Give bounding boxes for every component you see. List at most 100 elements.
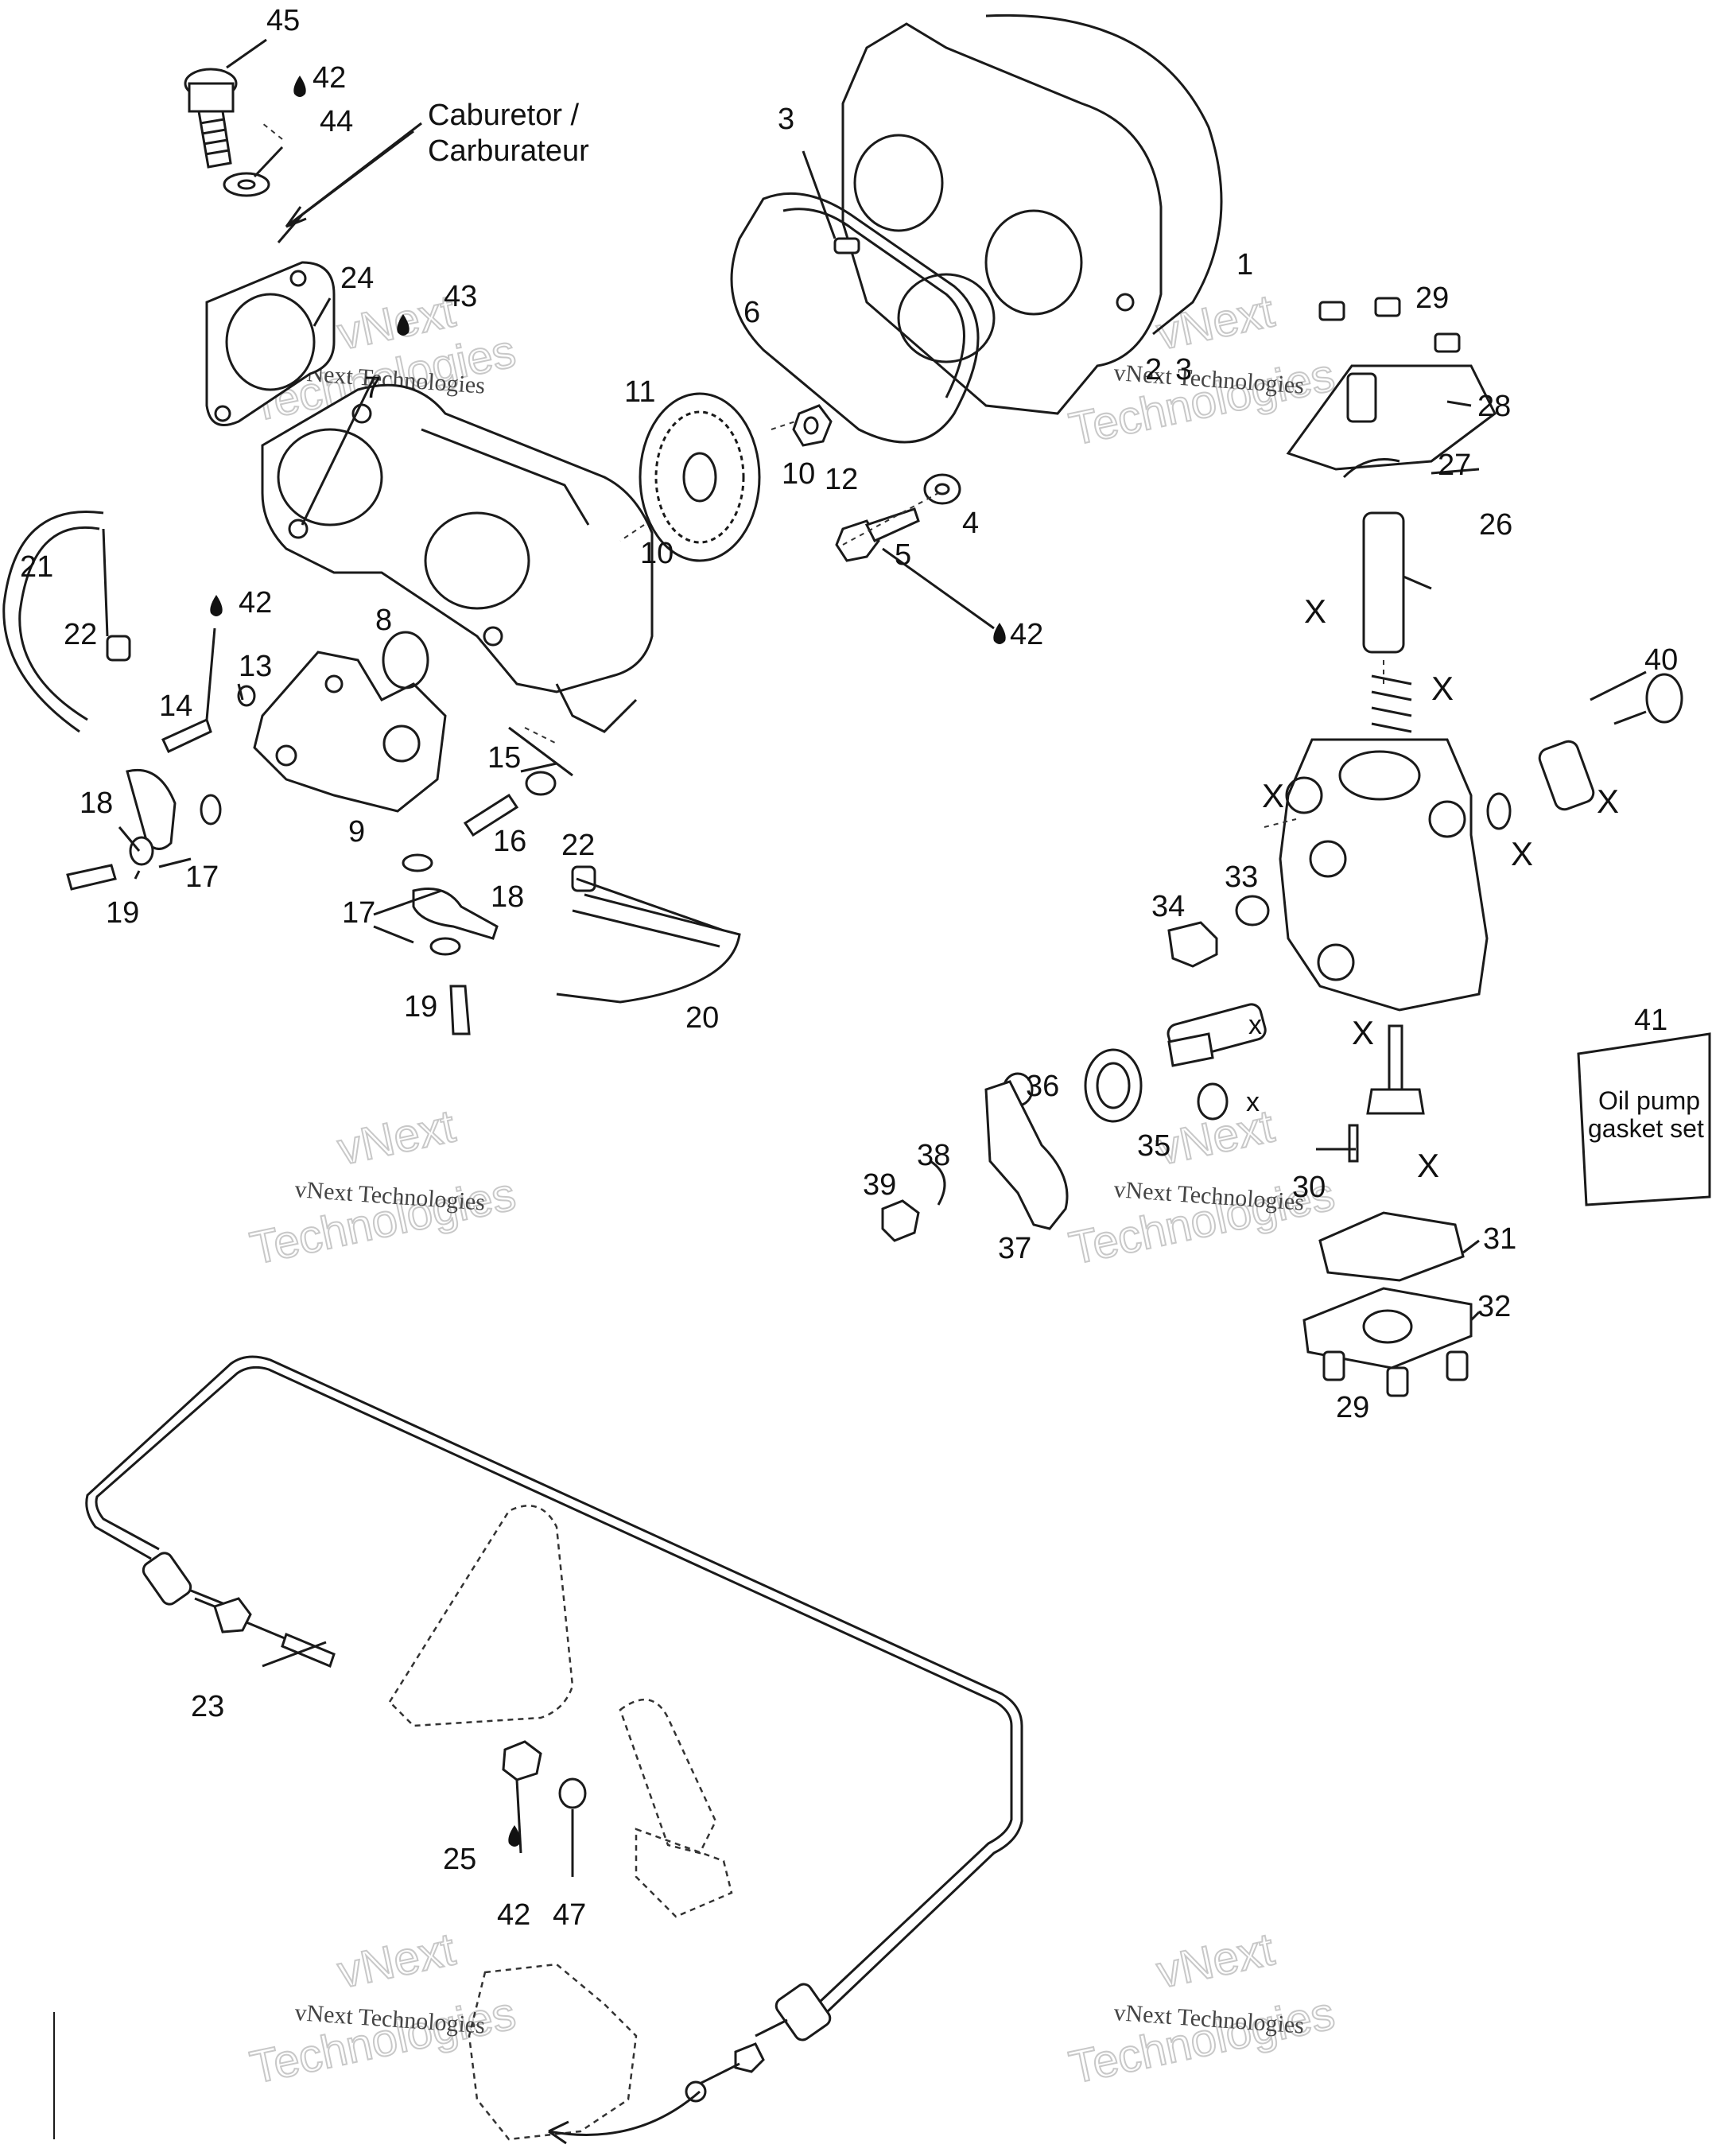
lever-outline (619, 1698, 717, 1855)
callout-43: 43 (444, 280, 477, 313)
part-24-gasket (205, 261, 336, 426)
arrow-head-icon (548, 2120, 569, 2145)
part-pump-shaft (1167, 1003, 1267, 1067)
part-1-rotary-valve-housing (841, 14, 1223, 415)
x-mark: x (1246, 1087, 1260, 1117)
callout-8: 8 (375, 604, 392, 637)
callout-5: 5 (895, 538, 911, 572)
callout-18: 18 (80, 787, 113, 820)
callout-19: 19 (404, 990, 437, 1024)
part-drive-gear (1366, 1088, 1425, 1115)
watermark-technologies: Technologies (246, 1987, 520, 2094)
carburetor-arrow (285, 130, 414, 228)
watermark-vnext: vNext (1152, 1923, 1279, 1998)
watermark: vNext Technologies vNext Technologies (245, 1922, 521, 2094)
carburetor-label-line1: Caburetor / (428, 99, 580, 132)
part-28-cover-plate (1286, 364, 1497, 471)
part-18-lever (126, 768, 177, 850)
callout-42: 42 (313, 61, 346, 95)
part-23-cable-adjuster (142, 1552, 336, 1668)
part-21-hose (2, 511, 104, 733)
part-23-oil-pump-cable (85, 1355, 1023, 2014)
callout-3: 3 (778, 103, 794, 136)
part-16-screw (463, 793, 519, 837)
part-14-screw (161, 717, 212, 753)
callout-22: 22 (64, 618, 97, 651)
callout-23: 23 (191, 1690, 224, 1723)
leader-lines (102, 38, 1647, 1877)
oil-drop-icon (293, 76, 306, 97)
watermark-vnext: vNext (333, 1100, 460, 1175)
callout-31: 31 (1483, 1222, 1516, 1256)
callout-33: 33 (1225, 860, 1258, 894)
part-7-rotary-valve-cover (261, 383, 654, 733)
part-21-hose-inner (18, 526, 100, 721)
callout-45: 45 (266, 4, 300, 37)
part-3-o-ring (782, 208, 965, 398)
callout-35: 35 (1137, 1129, 1170, 1163)
callout-30: 30 (1292, 1171, 1326, 1204)
x-mark: X (1597, 783, 1619, 820)
part-9-oil-pump (253, 651, 447, 813)
callout-7: 7 (364, 371, 381, 405)
part-8-gasket (382, 631, 429, 690)
part-17-washer (429, 937, 461, 956)
callout-41: 41 (1634, 1004, 1667, 1037)
part-38-circlip (930, 1160, 946, 1206)
callout-labels: 45 42 44 24 43 7 11 21 22 42 13 14 8 18 … (20, 4, 1678, 1932)
x-mark: X (1417, 1147, 1439, 1184)
bracket-outline (388, 1505, 574, 1727)
part-39-nut (881, 1199, 920, 1242)
callout-20: 20 (685, 1001, 719, 1035)
part-17-washer (200, 794, 222, 825)
x-mark: X (1431, 670, 1454, 707)
part-33-washer (1235, 895, 1270, 926)
callout-38: 38 (917, 1139, 950, 1172)
part-31-gasket (1318, 1211, 1465, 1282)
watermark-technologies: Technologies (1065, 1987, 1339, 2094)
part-2-dowel-pin (833, 237, 860, 254)
part-spring (1371, 674, 1412, 733)
part-44-lock-washer (223, 172, 270, 197)
callout-1: 1 (1236, 248, 1253, 282)
part-oil-pump-body (1279, 738, 1489, 1012)
watermark-vnext: vNext (333, 1923, 460, 1998)
callout-4: 4 (962, 507, 979, 540)
callout-17: 17 (185, 860, 219, 894)
callout-14: 14 (159, 690, 192, 723)
callout-42: 42 (1010, 618, 1043, 651)
callout-12: 12 (825, 463, 858, 496)
callout-17: 17 (342, 896, 375, 930)
part-32-mounting-flange (1302, 1287, 1473, 1397)
callout-18: 18 (491, 880, 524, 914)
callout-22: 22 (561, 829, 595, 862)
callout-25: 25 (443, 1843, 476, 1876)
callout-28: 28 (1477, 390, 1511, 423)
part-13-o-ring (237, 685, 256, 707)
callout-9: 9 (348, 815, 365, 849)
part-37-lever (984, 1080, 1069, 1230)
x-mark: X (1511, 835, 1533, 872)
part-28-fitting (1346, 372, 1377, 423)
callout-16: 16 (493, 825, 526, 858)
callout-29: 29 (1415, 282, 1449, 315)
x-mark: x (1248, 1010, 1262, 1040)
callout-36: 36 (1026, 1070, 1059, 1103)
watermark: vNext Technologies vNext Technologies (1064, 1922, 1340, 2094)
part-45-cap-screw (184, 68, 238, 169)
carburetor-label-line2: Carburateur (428, 134, 589, 168)
part-19-screw (449, 985, 471, 1035)
callout-26: 26 (1479, 508, 1512, 542)
part-40-piston (1538, 673, 1683, 811)
x-marks: X X X X X X x x X X (1246, 592, 1619, 1184)
callout-24: 24 (340, 262, 374, 295)
part-4-washer (923, 473, 961, 505)
callout-6: 6 (743, 296, 760, 329)
part-36-spring (1084, 1048, 1143, 1123)
part-17-washer (129, 836, 154, 866)
part-12-hole (803, 416, 819, 435)
part-19-screw (66, 864, 117, 891)
x-mark: X (1262, 777, 1284, 814)
callout-42: 42 (497, 1898, 530, 1932)
